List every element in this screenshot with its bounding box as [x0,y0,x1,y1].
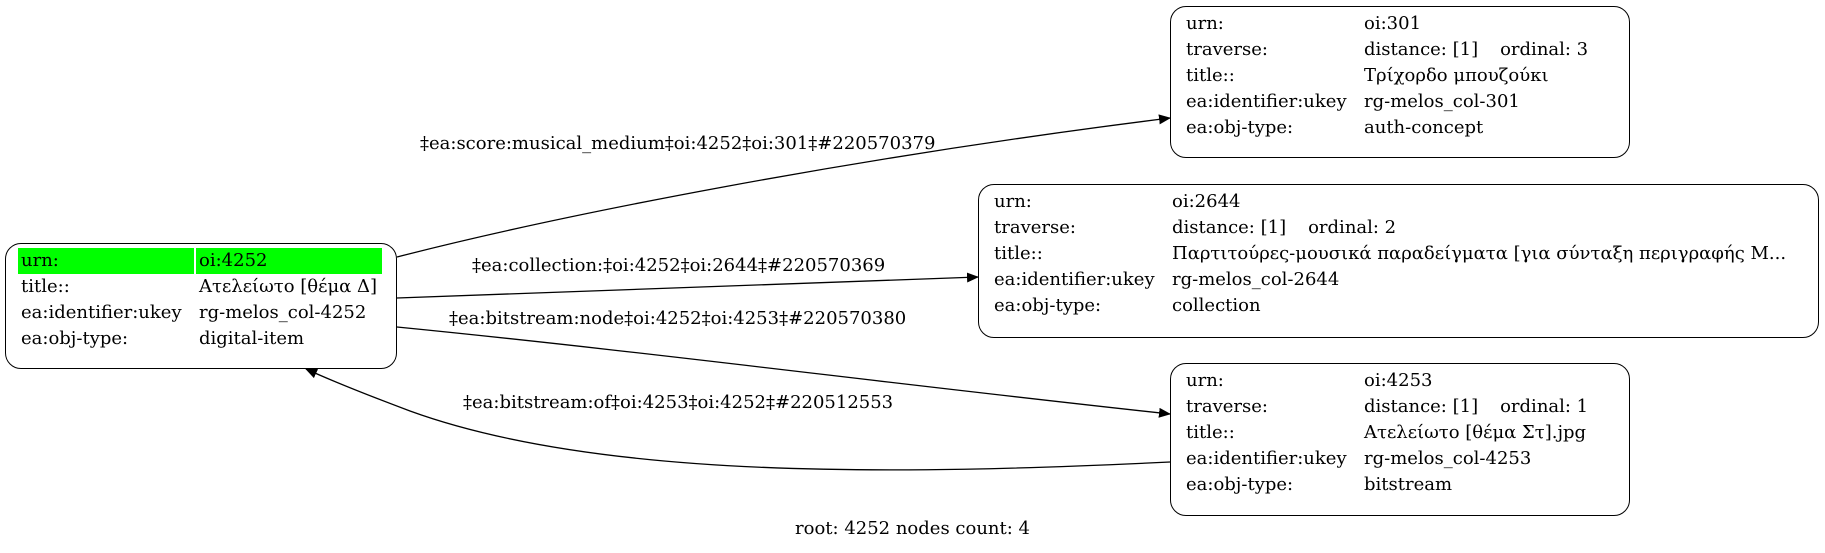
obj-type-row: ea:obj-type: digital-item [18,326,382,352]
node-oi-4253[interactable]: urn: oi:4253 traverse: distance: [1] ordi… [1170,363,1630,516]
distance: distance: [1] [1364,39,1479,60]
obj-type-value: collection [1172,295,1261,316]
ukey-value: rg-melos_col-4252 [199,302,367,323]
urn-key: urn: [18,248,194,274]
ukey-key: ea:identifier:ukey [1186,91,1347,112]
title-row: title:: Τρίχορδο μπουζούκι [1183,63,1591,89]
ukey-value: rg-melos_col-4253 [1364,448,1532,469]
traverse-row: traverse: distance: [1] ordinal: 2 [991,215,1789,241]
traverse-key: traverse: [994,217,1076,238]
traverse-key: traverse: [1186,39,1268,60]
urn-value: oi:4253 [1364,370,1433,391]
edge-label-bitstream-of: ‡ea:bitstream:of‡oi:4253‡oi:4252‡#220512… [463,392,894,413]
node-oi-301[interactable]: urn: oi:301 traverse: distance: [1] ordin… [1170,6,1630,158]
obj-type-row: ea:obj-type: auth-concept [1183,115,1591,141]
ordinal: ordinal: 2 [1308,217,1397,238]
traverse-value: distance: [1] ordinal: 1 [1361,394,1591,420]
node-oi-4252-table: urn: oi:4252 title:: Ατελείωτο [θέμα Δ] … [16,248,384,352]
urn-row: urn: oi:301 [1183,11,1591,37]
traverse-value: distance: [1] ordinal: 3 [1361,37,1591,63]
edge-to-oi-2644 [396,272,979,299]
obj-type-key: ea:obj-type: [1186,117,1294,138]
obj-type-key: ea:obj-type: [1186,474,1294,495]
edge-to-oi-4253 [396,326,1171,418]
edge-label-musical-medium: ‡ea:score:musical_medium‡oi:4252‡oi:301‡… [420,133,936,154]
title-row: title:: Ατελείωτο [θέμα Στ].jpg [1183,420,1591,446]
ukey-value: rg-melos_col-301 [1364,91,1520,112]
title-key: title:: [994,243,1043,264]
ukey-row: ea:identifier:ukey rg-melos_col-2644 [991,267,1789,293]
urn-key: urn: [1186,13,1224,34]
title-row: title:: Παρτιτούρες-μουσικά παραδείγματα… [991,241,1789,267]
ukey-value: rg-melos_col-2644 [1172,269,1340,290]
obj-type-value: bitstream [1364,474,1453,495]
traverse-key: traverse: [1186,396,1268,417]
urn-key: urn: [1186,370,1224,391]
urn-key: urn: [994,191,1032,212]
urn-value: oi:4252 [196,248,382,274]
ukey-key: ea:identifier:ukey [994,269,1155,290]
title-value: Παρτιτούρες-μουσικά παραδείγματα [για σύ… [1172,243,1787,264]
urn-row: urn: oi:4252 [18,248,382,274]
obj-type-value: digital-item [199,328,305,349]
ordinal: ordinal: 3 [1500,39,1589,60]
distance: distance: [1] [1172,217,1287,238]
distance: distance: [1] [1364,396,1479,417]
obj-type-row: ea:obj-type: bitstream [1183,472,1591,498]
urn-row: urn: oi:2644 [991,189,1789,215]
title-row: title:: Ατελείωτο [θέμα Δ] [18,274,382,300]
urn-value: oi:2644 [1172,191,1241,212]
node-oi-301-table: urn: oi:301 traverse: distance: [1] ordin… [1181,11,1593,141]
node-oi-2644-table: urn: oi:2644 traverse: distance: [1] ordi… [989,189,1791,319]
obj-type-key: ea:obj-type: [994,295,1102,316]
node-oi-4253-table: urn: oi:4253 traverse: distance: [1] ordi… [1181,368,1593,498]
title-value: Ατελείωτο [θέμα Στ].jpg [1364,422,1587,443]
ukey-row: ea:identifier:ukey rg-melos_col-4252 [18,300,382,326]
node-oi-4252[interactable]: urn: oi:4252 title:: Ατελείωτο [θέμα Δ] … [5,243,397,369]
node-oi-2644[interactable]: urn: oi:2644 traverse: distance: [1] ordi… [978,184,1819,338]
title-value: Ατελείωτο [θέμα Δ] [199,276,378,297]
edge-label-bitstream-node: ‡ea:bitstream:node‡oi:4252‡oi:4253‡#2205… [449,308,907,329]
ordinal: ordinal: 1 [1500,396,1589,417]
traverse-value: distance: [1] ordinal: 2 [1169,215,1789,241]
graph-caption: root: 4252 nodes count: 4 [795,518,1030,539]
edge-from-oi-4253 [305,368,1171,471]
edge-to-oi-301 [396,114,1171,258]
ukey-row: ea:identifier:ukey rg-melos_col-301 [1183,89,1591,115]
obj-type-value: auth-concept [1364,117,1484,138]
urn-row: urn: oi:4253 [1183,368,1591,394]
ukey-key: ea:identifier:ukey [1186,448,1347,469]
edge-label-collection: ‡ea:collection:‡oi:4252‡oi:2644‡#2205703… [472,255,886,276]
traverse-row: traverse: distance: [1] ordinal: 1 [1183,394,1591,420]
urn-value: oi:301 [1364,13,1422,34]
title-key: title:: [1186,422,1235,443]
title-key: title:: [1186,65,1235,86]
ukey-row: ea:identifier:ukey rg-melos_col-4253 [1183,446,1591,472]
traverse-row: traverse: distance: [1] ordinal: 3 [1183,37,1591,63]
obj-type-key: ea:obj-type: [21,328,129,349]
ukey-key: ea:identifier:ukey [21,302,182,323]
title-key: title:: [21,276,70,297]
title-value: Τρίχορδο μπουζούκι [1364,65,1549,86]
obj-type-row: ea:obj-type: collection [991,293,1789,319]
